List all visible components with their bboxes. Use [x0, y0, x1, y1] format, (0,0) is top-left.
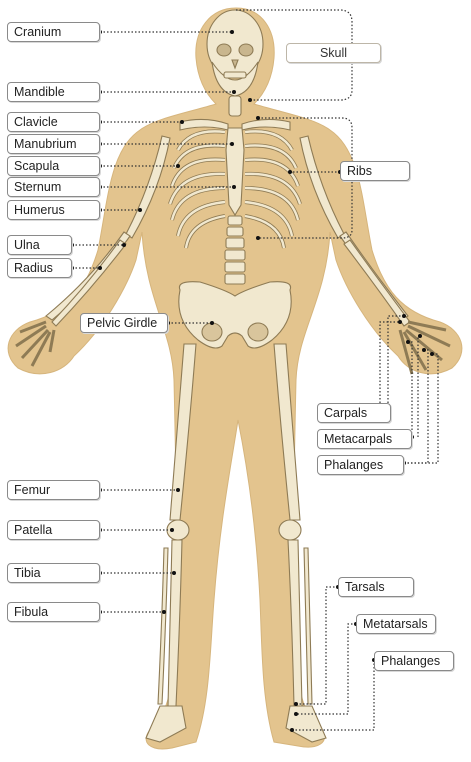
hand-right — [398, 320, 451, 375]
label-fibula: Fibula — [7, 602, 100, 622]
label-metatarsals: Metatarsals — [356, 614, 436, 634]
label-skull: Skull — [286, 43, 381, 63]
label-clavicle: Clavicle — [7, 112, 100, 132]
spine — [224, 215, 246, 285]
foot-left — [145, 705, 187, 743]
label-femur: Femur — [7, 480, 100, 500]
label-phalanges-hand: Phalanges — [317, 455, 404, 475]
label-radius: Radius — [7, 258, 72, 278]
label-scapula: Scapula — [7, 156, 100, 176]
skeleton-bones — [15, 9, 451, 743]
hand-left — [15, 320, 56, 367]
label-ribs: Ribs — [340, 161, 410, 181]
label-humerus: Humerus — [7, 200, 100, 220]
label-tarsals: Tarsals — [338, 577, 414, 597]
label-cranium: Cranium — [7, 22, 100, 42]
label-manubrium: Manubrium — [7, 134, 100, 154]
label-metacarpals: Metacarpals — [317, 429, 412, 449]
label-mandible: Mandible — [7, 82, 100, 102]
body-silhouette — [7, 7, 463, 750]
sternum-bone — [225, 127, 245, 217]
label-carpals: Carpals — [317, 403, 391, 423]
femur-right — [273, 343, 301, 521]
femur-left — [169, 343, 197, 521]
leader-lines — [72, 9, 439, 731]
label-patella: Patella — [7, 520, 100, 540]
label-pelvic-girdle: Pelvic Girdle — [80, 313, 168, 333]
label-tibia: Tibia — [7, 563, 100, 583]
label-ulna: Ulna — [7, 235, 72, 255]
label-sternum: Sternum — [7, 177, 100, 197]
label-phalanges-foot: Phalanges — [374, 651, 454, 671]
